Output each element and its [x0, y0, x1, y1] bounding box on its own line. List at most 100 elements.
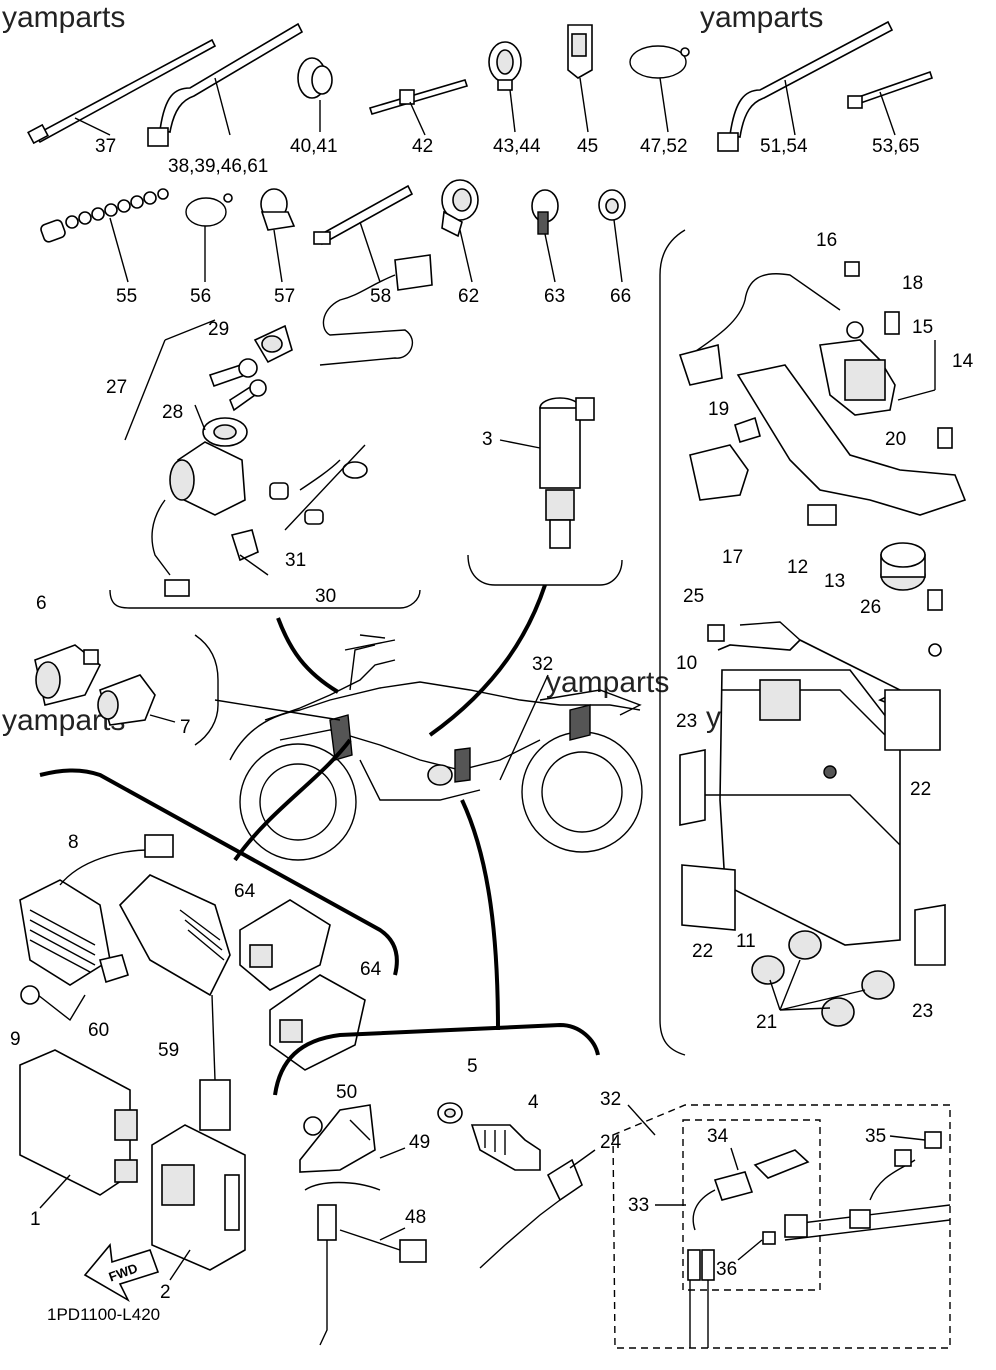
callout-19: 19: [708, 399, 729, 420]
key-set-29: [208, 324, 293, 412]
callout-50: 50: [336, 1082, 357, 1103]
callout-26: 26: [860, 597, 881, 618]
watermark-center: yamparts: [546, 666, 669, 699]
leader-36: [737, 1239, 763, 1261]
callout-18: 18: [902, 273, 923, 294]
callout-27: 27: [106, 377, 127, 398]
callout-16: 16: [816, 230, 837, 251]
callout-30: 30: [315, 586, 336, 607]
sensor-group-bracket: [194, 634, 219, 746]
cable-tie-51: [717, 20, 894, 152]
leader-32: [499, 674, 549, 781]
callout-48: 48: [405, 1207, 426, 1228]
clamp-40: [297, 57, 333, 132]
pointer-lower-middle: [460, 799, 500, 1031]
callout-25: 25: [683, 586, 704, 607]
leader-35: [889, 1135, 926, 1141]
pointer-lower-left: [233, 738, 352, 862]
callout-36: 36: [716, 1259, 737, 1280]
callout-45: 45: [577, 136, 598, 157]
leader-28: [194, 404, 206, 431]
callout-14: 14: [952, 351, 974, 372]
sensor-7: [97, 674, 176, 726]
callout-21: 21: [756, 1012, 777, 1033]
callout-55: 55: [116, 286, 137, 307]
callout-29: 29: [208, 319, 229, 340]
cable-tie-42: [368, 79, 469, 136]
ignition-coil-bracket: [467, 554, 623, 586]
watermark-top-right: yamparts: [700, 1, 823, 34]
callout-40-41: 40,41: [290, 136, 338, 157]
callout-32-bottom: 32: [600, 1089, 621, 1110]
callout-49: 49: [409, 1132, 430, 1153]
callout-9: 9: [10, 1029, 21, 1050]
main-switch-group-bracket: [109, 589, 421, 609]
callout-15: 15: [912, 317, 933, 338]
sensor-48-49-50: [299, 1104, 427, 1346]
callout-2: 2: [160, 1282, 171, 1303]
clamp-63: [531, 189, 559, 283]
rectifier-regulator-8: [19, 834, 174, 1022]
bead-band-55: [40, 188, 169, 283]
leader-30: [239, 554, 269, 576]
callout-37: 37: [95, 136, 116, 157]
callout-43-44: 43,44: [493, 136, 541, 157]
callout-6: 6: [36, 593, 47, 614]
callout-24: 24: [600, 1132, 622, 1153]
leader-27: [124, 339, 166, 441]
pointer-main-switch: [276, 617, 340, 694]
callout-64-bottom: 64: [360, 959, 382, 980]
cable-tie-38: [147, 22, 304, 147]
callout-1: 1: [30, 1209, 41, 1230]
cable-tie-37: [27, 38, 217, 145]
callout-5: 5: [467, 1056, 478, 1077]
callout-56: 56: [190, 286, 211, 307]
callout-51-54: 51,54: [760, 136, 808, 157]
callout-12: 12: [787, 557, 808, 578]
callout-35: 35: [865, 1126, 886, 1147]
callout-33: 33: [628, 1195, 649, 1216]
callout-10: 10: [676, 653, 697, 674]
callout-59: 59: [158, 1040, 179, 1061]
dashed-subgroup-33: [682, 1119, 821, 1291]
callout-22-left: 22: [692, 941, 713, 962]
cable-tie-58: [313, 184, 414, 283]
callout-4: 4: [528, 1092, 539, 1113]
battery-group-bracket: [659, 229, 686, 1056]
main-switch-27: [151, 417, 248, 597]
callout-13: 13: [824, 571, 845, 592]
leader-32-bottom: [627, 1104, 656, 1136]
callout-31: 31: [285, 550, 306, 571]
callout-38-39-46-61: 38,39,46,61: [168, 156, 268, 177]
clamp-66: [598, 189, 626, 283]
relay-2: [151, 1124, 246, 1271]
clip-45: [567, 24, 593, 133]
callout-17: 17: [722, 547, 743, 568]
callout-32-top: 32: [532, 654, 553, 675]
connector-lead-30-31: [230, 254, 433, 562]
clamp-57: [260, 188, 296, 283]
battery-11: [679, 621, 946, 1027]
callout-20: 20: [885, 429, 906, 450]
callout-58: 58: [370, 286, 391, 307]
watermark-top-left: yamparts: [2, 1, 125, 34]
leader-34: [730, 1147, 739, 1171]
ecu-1: [19, 1049, 138, 1196]
relay-assembly: [678, 261, 967, 611]
leader-2: [169, 1249, 191, 1281]
callout-23-top: 23: [676, 711, 697, 732]
callout-23-bottom: 23: [912, 1001, 933, 1022]
spark-plug-cap-and-plug: [437, 1102, 596, 1269]
callout-47-52: 47,52: [640, 136, 688, 157]
callout-7: 7: [180, 717, 191, 738]
cable-tie-53: [847, 70, 934, 136]
callout-62: 62: [458, 286, 479, 307]
callout-22-right: 22: [910, 779, 931, 800]
fwd-arrow: FWD: [83, 1243, 160, 1303]
diagram-code: 1PD1100-L420: [47, 1305, 160, 1324]
clamp-43: [488, 41, 522, 133]
dashed-group-32: [612, 1104, 951, 1349]
sensor-6: [34, 644, 102, 706]
callout-11: 11: [736, 931, 756, 952]
